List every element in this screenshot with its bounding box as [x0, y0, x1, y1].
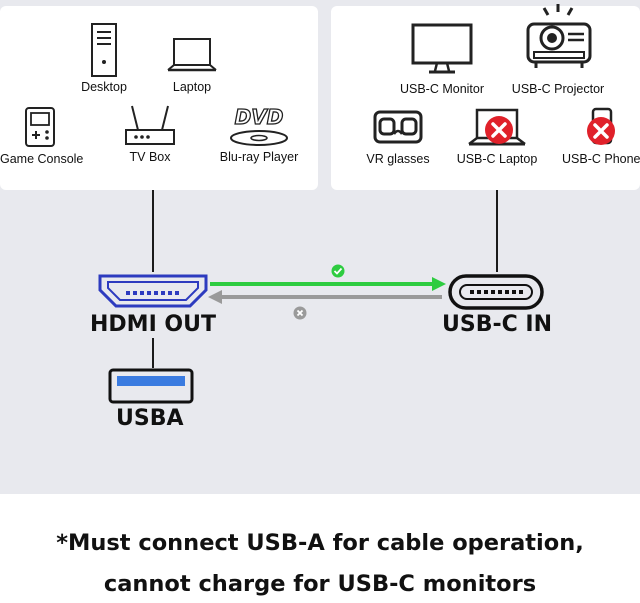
- device-label: USB-C Monitor: [399, 82, 485, 96]
- device-label: Game Console: [0, 152, 84, 166]
- footnote-panel: [0, 494, 640, 603]
- footnote-line-1: *Must connect USB-A for cable operation,: [56, 530, 584, 556]
- check-icon: [331, 264, 345, 278]
- hdmi-out-label: HDMI OUT: [90, 312, 216, 337]
- device-usbc-laptop: USB-C Laptop: [452, 106, 542, 166]
- source-devices-panel: [0, 6, 318, 190]
- device-game-console: Game Console: [0, 106, 84, 166]
- device-label: VR glasses: [366, 152, 430, 166]
- phone-icon: [587, 107, 615, 145]
- device-usbc-projector: USB-C Projector: [506, 2, 610, 96]
- unsupported-direction-arrow: [208, 290, 442, 304]
- device-label: USB-C Phone: [562, 152, 640, 166]
- device-label: Laptop: [172, 80, 212, 94]
- device-laptop: Laptop: [160, 36, 224, 94]
- usba-port-icon: [108, 368, 194, 404]
- connection-diagram: [98, 190, 544, 404]
- dvd-logo-text: DVD: [235, 105, 284, 129]
- forbidden-icon: [485, 116, 513, 144]
- device-label: USB-C Laptop: [456, 152, 538, 166]
- forbidden-icon: [587, 117, 615, 145]
- usbc-in-label: USB-C IN: [442, 312, 553, 337]
- device-label: Blu-ray Player: [219, 150, 299, 164]
- usba-label: USBA: [116, 406, 184, 431]
- monitor-icon: [411, 23, 473, 74]
- supported-direction-arrow: [210, 277, 446, 291]
- device-desktop: Desktop: [72, 22, 136, 94]
- hdmi-port-icon: [98, 274, 208, 308]
- footnote-line-2: cannot charge for USB-C monitors: [103, 571, 537, 597]
- usbc-port-icon: [448, 274, 544, 310]
- device-tv-box: TV Box: [114, 102, 186, 164]
- desktop-tower-icon: [91, 23, 117, 77]
- bluray-player-icon: DVD: [230, 104, 288, 146]
- cross-icon: [293, 306, 307, 320]
- device-vr-glasses: VR glasses: [360, 108, 436, 166]
- device-bluray-player: DVD Blu-ray Player: [216, 104, 302, 164]
- device-label: TV Box: [129, 150, 171, 164]
- laptop-icon: [167, 38, 217, 72]
- laptop-icon: [468, 108, 526, 146]
- device-label: Desktop: [81, 80, 127, 94]
- game-console-icon: [25, 107, 55, 147]
- tv-box-icon: [125, 105, 175, 145]
- projector-icon: [526, 4, 592, 68]
- vr-glasses-icon: [373, 110, 423, 144]
- device-label: USB-C Projector: [511, 82, 605, 96]
- device-usbc-phone: USB-C Phone: [562, 106, 640, 166]
- device-usbc-monitor: USB-C Monitor: [396, 22, 488, 96]
